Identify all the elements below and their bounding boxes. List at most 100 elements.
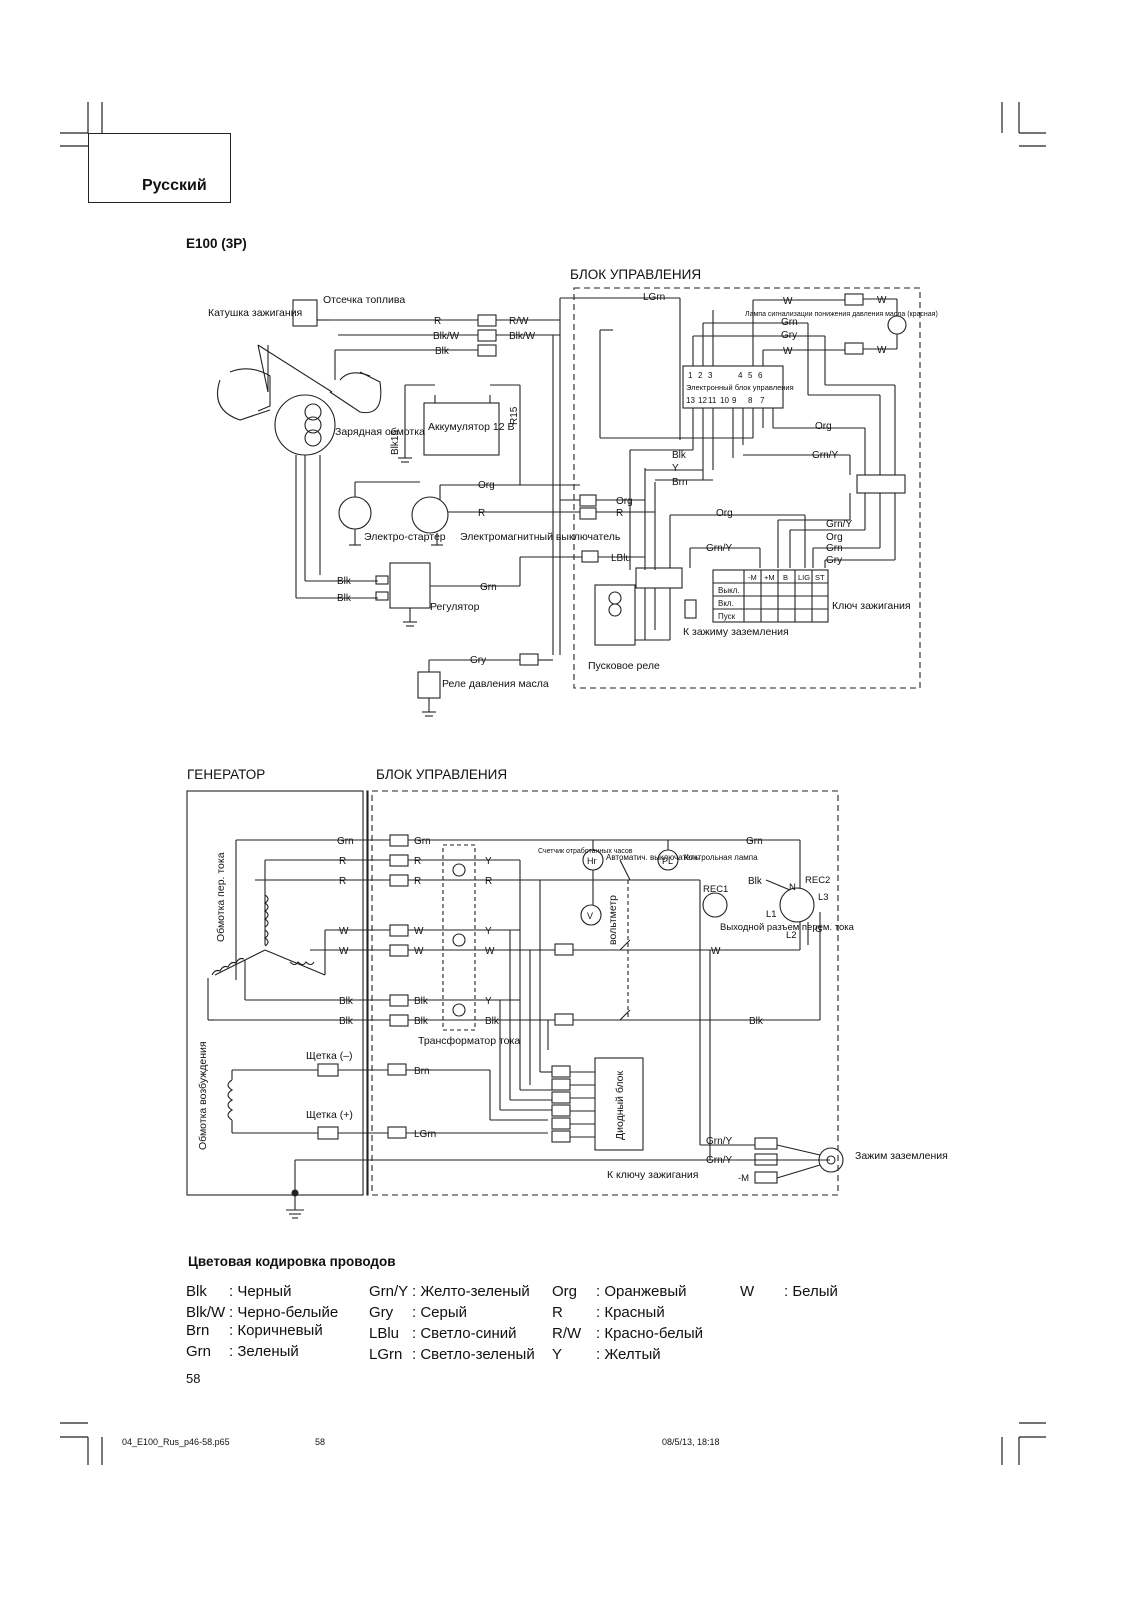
wire-label: R15 (509, 406, 520, 425)
ecu-pin: 11 (708, 396, 717, 405)
ecu-pin: 5 (748, 371, 753, 380)
ecu-pin: 8 (748, 396, 753, 405)
key-switch-row: Пуск (718, 612, 736, 621)
label-current-transformer: Трансформатор тока (418, 1035, 520, 1047)
generator-title: ГЕНЕРАТОР (187, 767, 265, 782)
legend-name: : Красно-белый (596, 1325, 704, 1342)
ecu-pin: 6 (758, 371, 763, 380)
wire-label: R (339, 856, 346, 867)
l3-label: L3 (818, 892, 829, 903)
wire-label: R (434, 316, 441, 327)
wire-label: Blk (414, 996, 429, 1007)
label-hour-meter: Счетчик отработанных часов (538, 847, 633, 855)
wire-label: Blk/W (509, 331, 536, 342)
wire-label: Grn/Y (706, 1136, 732, 1147)
wire-label: Y (485, 856, 492, 867)
wire-label: W (339, 946, 349, 957)
wire-label: W (783, 346, 793, 357)
wire-label: Brn (414, 1066, 430, 1077)
wire-label: Blk (435, 346, 450, 357)
wire-label: R (339, 876, 346, 887)
legend-code: Y (552, 1346, 563, 1363)
ecu-pin: 3 (708, 371, 713, 380)
legend-name: : Черно-белыйе (229, 1304, 339, 1321)
wire-label: R (414, 856, 421, 867)
wire-label: Blk (748, 876, 763, 887)
wire-label: Blk (339, 996, 354, 1007)
wire-label: Grn (337, 836, 354, 847)
legend-code: Org (552, 1283, 578, 1300)
label-field-winding: Обмотка возбуждения (197, 1041, 209, 1150)
wire-label: Blk (485, 1016, 500, 1027)
label-charge-coil: Зарядная обмотка (335, 426, 425, 438)
label-ground-clamp: Зажим заземления (855, 1150, 948, 1162)
g-label: G (815, 924, 822, 935)
legend-name: : Светло-синий (412, 1325, 517, 1342)
legend-name: : Желто-зеленый (412, 1283, 530, 1300)
label-to-key: К ключу зажигания (607, 1169, 699, 1181)
label-solenoid: Электромагнитный выключатель (460, 531, 621, 543)
wire-label: Blk (414, 1016, 429, 1027)
wire-label: Grn (746, 836, 763, 847)
ecu-pin: 9 (732, 396, 737, 405)
ecu-pin: 12 (698, 396, 707, 405)
wire-label: R (616, 508, 623, 519)
wire-label: LGrn (643, 292, 665, 303)
legend-code: LBlu (369, 1325, 400, 1342)
wire-label: W (783, 296, 793, 307)
wire-label: W (414, 926, 424, 937)
label-battery: Аккумулятор 12 В (428, 421, 515, 433)
label-brush-plus: Щетка (+) (306, 1109, 353, 1121)
wire-label: W (414, 946, 424, 957)
l1-label: L1 (766, 909, 777, 920)
wire-label: Gry (470, 655, 486, 666)
legend-title: Цветовая кодировка проводов (188, 1254, 396, 1269)
page-number: 58 (186, 1371, 201, 1386)
wire-label: Y (485, 926, 492, 937)
wire-label: Gry (781, 330, 797, 341)
n-label: N (789, 882, 796, 893)
key-switch-row: Выкл. (718, 586, 740, 595)
ecu-pin: 13 (686, 396, 695, 405)
wire-label: Grn (826, 543, 843, 554)
label-ignition-key: Ключ зажигания (832, 600, 911, 612)
wire-label: R (478, 508, 485, 519)
language-box (88, 133, 231, 203)
wire-label: R (485, 876, 492, 887)
label-start-relay: Пусковое реле (588, 660, 660, 672)
legend-name: : Светло-зеленый (412, 1346, 535, 1363)
label-ground-terminal: К зажиму заземления (683, 626, 789, 638)
wire-label: LGrn (414, 1129, 436, 1140)
minus-m-label: -M (738, 1173, 749, 1184)
wire-label: W (485, 946, 495, 957)
wire-label: Brn (672, 477, 688, 488)
legend-name: : Белый (784, 1283, 838, 1300)
wire-label: Y (485, 996, 492, 1007)
wire-label: Blk (749, 1016, 764, 1027)
wire-label: Gry (826, 555, 842, 566)
rec1-label: REC1 (703, 884, 728, 895)
l2-label: L2 (786, 930, 797, 941)
key-switch-column: LIG (798, 573, 810, 582)
wire-label: Org (478, 480, 495, 491)
label-starter: Электро-стартер (364, 531, 446, 543)
wire-label: LBlu (611, 553, 631, 564)
model-title: E100 (3P) (186, 236, 247, 251)
label-voltmeter: вольтметр (607, 895, 619, 945)
legend-code: R/W (552, 1325, 582, 1342)
key-switch-column: -M (748, 573, 757, 582)
wire-label: Org (616, 496, 633, 507)
ecu-pin: 7 (760, 396, 765, 405)
language-label: Русский (142, 177, 207, 194)
top-section-title: БЛОК УПРАВЛЕНИЯ (570, 267, 701, 282)
legend-name: : Черный (229, 1283, 292, 1300)
wire-label: Blk/W (433, 331, 460, 342)
label-diode-block: Диодный блок (614, 1071, 626, 1140)
wire-label: Blk (339, 1016, 354, 1027)
wire-label: Org (815, 421, 832, 432)
footer-page: 58 (315, 1437, 326, 1447)
footer-date: 08/5/13, 18:18 (662, 1437, 720, 1447)
legend-code: Gry (369, 1304, 394, 1321)
legend-name: : Желтый (596, 1346, 661, 1363)
